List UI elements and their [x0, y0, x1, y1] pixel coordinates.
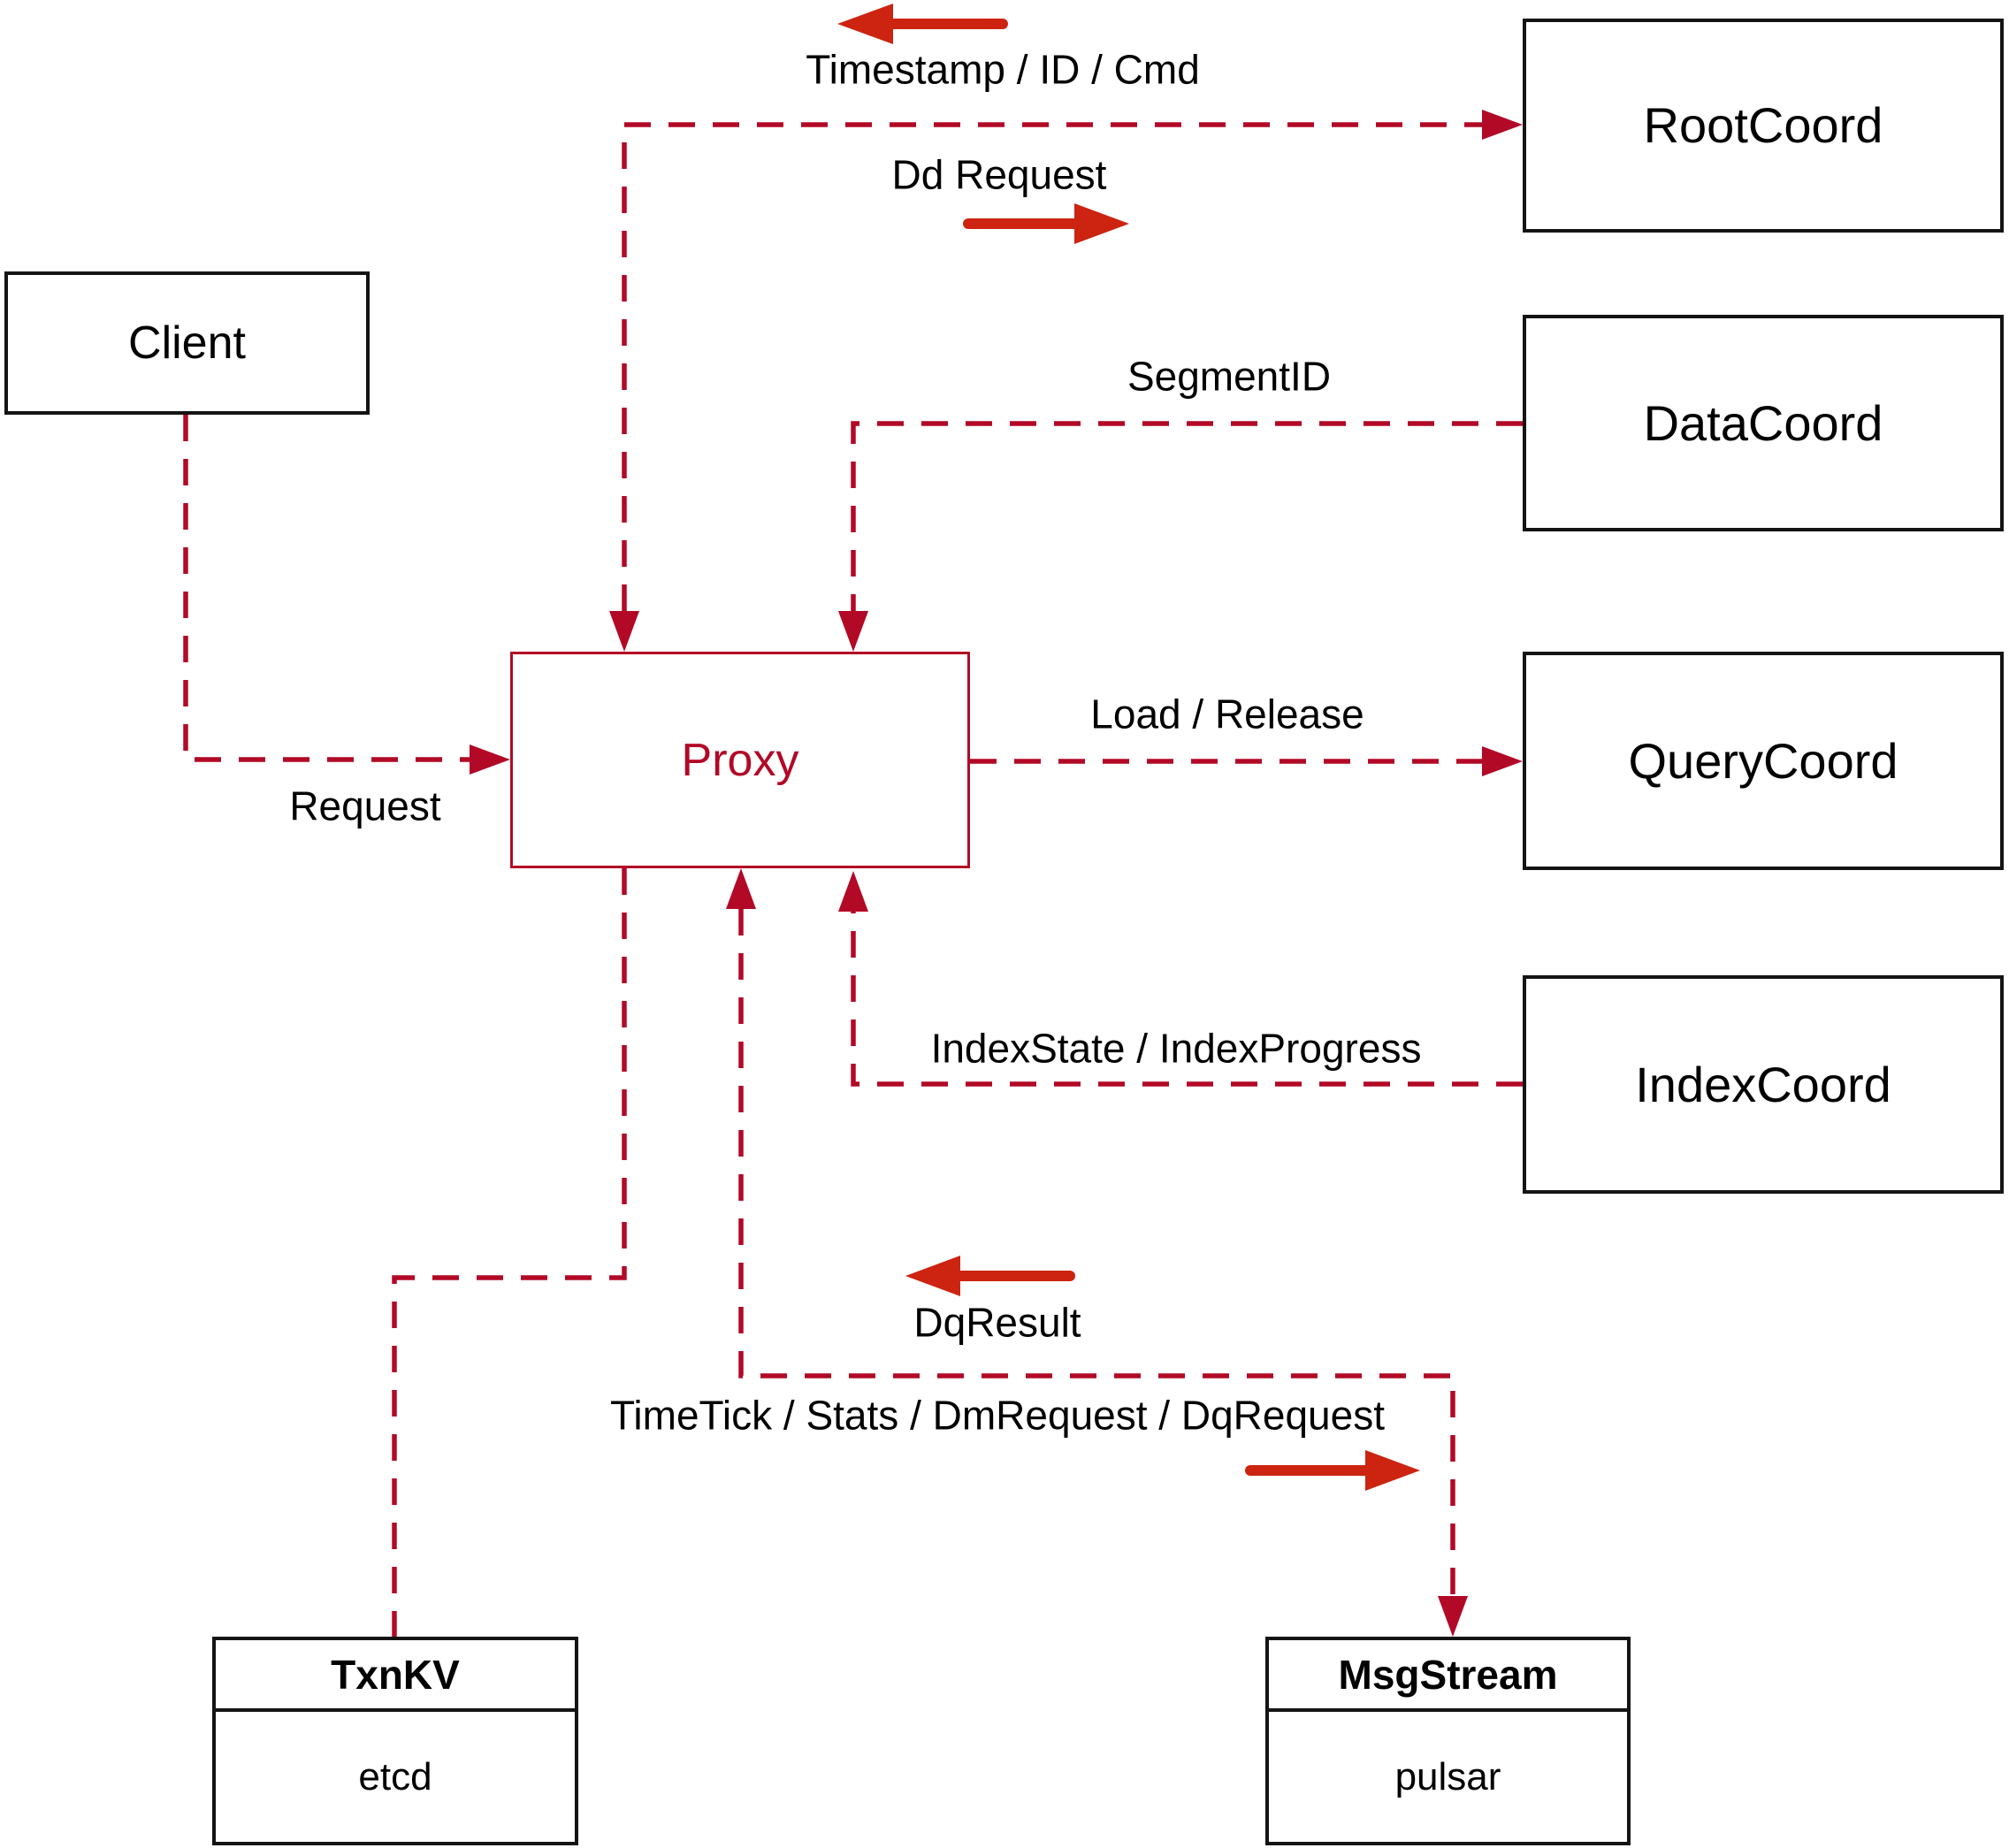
right-arrow-icon — [1074, 203, 1129, 244]
left-arrow-icon — [905, 1256, 960, 1296]
edge-label-timetick-stats: TimeTick / Stats / DmRequest / DqRequest — [610, 1392, 1385, 1439]
arrowhead-down-icon — [838, 611, 868, 652]
edge-datacoord-to-proxy-line — [851, 421, 1523, 611]
edge-label-dq-result: DqResult — [913, 1299, 1081, 1346]
node-txnkv-impl: etcd — [358, 1754, 432, 1798]
node-msgstream-impl: pulsar — [1394, 1754, 1501, 1798]
edge-proxy-txnkv — [392, 868, 627, 1637]
node-rootcoord-label: RootCoord — [1643, 97, 1883, 153]
node-txnkv: TxnKV etcd — [212, 1637, 578, 1845]
node-proxy: Proxy — [510, 652, 970, 868]
edge-label-request: Request — [289, 783, 441, 829]
edge-label-load-release: Load / Release — [1090, 691, 1364, 737]
direction-arrow-dd-request — [963, 203, 1129, 244]
edge-indexcoord-to-proxy-line — [851, 912, 1523, 1087]
node-proxy-label: Proxy — [681, 734, 799, 786]
edge-proxy-txnkv-line — [392, 868, 627, 1637]
node-querycoord-label: QueryCoord — [1628, 732, 1898, 789]
edge-datacoord-to-proxy — [838, 421, 1523, 652]
node-rootcoord: RootCoord — [1523, 19, 2004, 233]
edge-client-to-proxy — [183, 415, 510, 775]
node-msgstream: MsgStream pulsar — [1265, 1637, 1631, 1845]
node-datacoord: DataCoord — [1523, 315, 2004, 531]
arrowhead-right-icon — [1482, 110, 1523, 140]
arrowhead-down-icon — [1438, 1596, 1468, 1637]
node-datacoord-label: DataCoord — [1643, 394, 1883, 451]
node-msgstream-title: MsgStream — [1269, 1640, 1627, 1712]
node-client-label: Client — [128, 317, 246, 369]
direction-arrow-timetick — [1245, 1450, 1420, 1491]
arrowhead-right-icon — [470, 745, 510, 775]
direction-arrow-dq-result — [905, 1256, 1075, 1296]
arrowhead-up-icon — [838, 871, 868, 912]
edge-proxy-msgstream — [726, 868, 1468, 1637]
edge-indexcoord-to-proxy — [838, 871, 1523, 1087]
edge-proxy-to-querycoord — [970, 746, 1523, 776]
edge-proxy-rootcoord-line — [622, 122, 1482, 611]
edge-label-index-state-progress: IndexState / IndexProgress — [930, 1025, 1422, 1072]
edge-label-segment-id: SegmentID — [1127, 353, 1332, 400]
node-querycoord: QueryCoord — [1523, 652, 2004, 870]
arrowhead-up-icon — [726, 868, 756, 909]
edge-client-to-proxy-line — [183, 415, 470, 762]
edge-proxy-msgstream-line — [738, 909, 1455, 1596]
node-txnkv-title: TxnKV — [216, 1640, 575, 1712]
edge-proxy-rootcoord — [609, 110, 1523, 652]
arrowhead-right-icon — [1482, 746, 1523, 776]
node-indexcoord-label: IndexCoord — [1635, 1056, 1891, 1112]
node-indexcoord: IndexCoord — [1523, 975, 2004, 1194]
edge-label-timestamp-id-cmd: Timestamp / ID / Cmd — [806, 46, 1200, 93]
arrowhead-down-icon — [609, 611, 639, 652]
left-arrow-icon — [837, 4, 893, 44]
node-client: Client — [4, 271, 370, 415]
direction-arrow-timestamp — [837, 4, 1008, 44]
edge-label-dd-request: Dd Request — [891, 151, 1107, 198]
right-arrow-icon — [1365, 1450, 1420, 1491]
